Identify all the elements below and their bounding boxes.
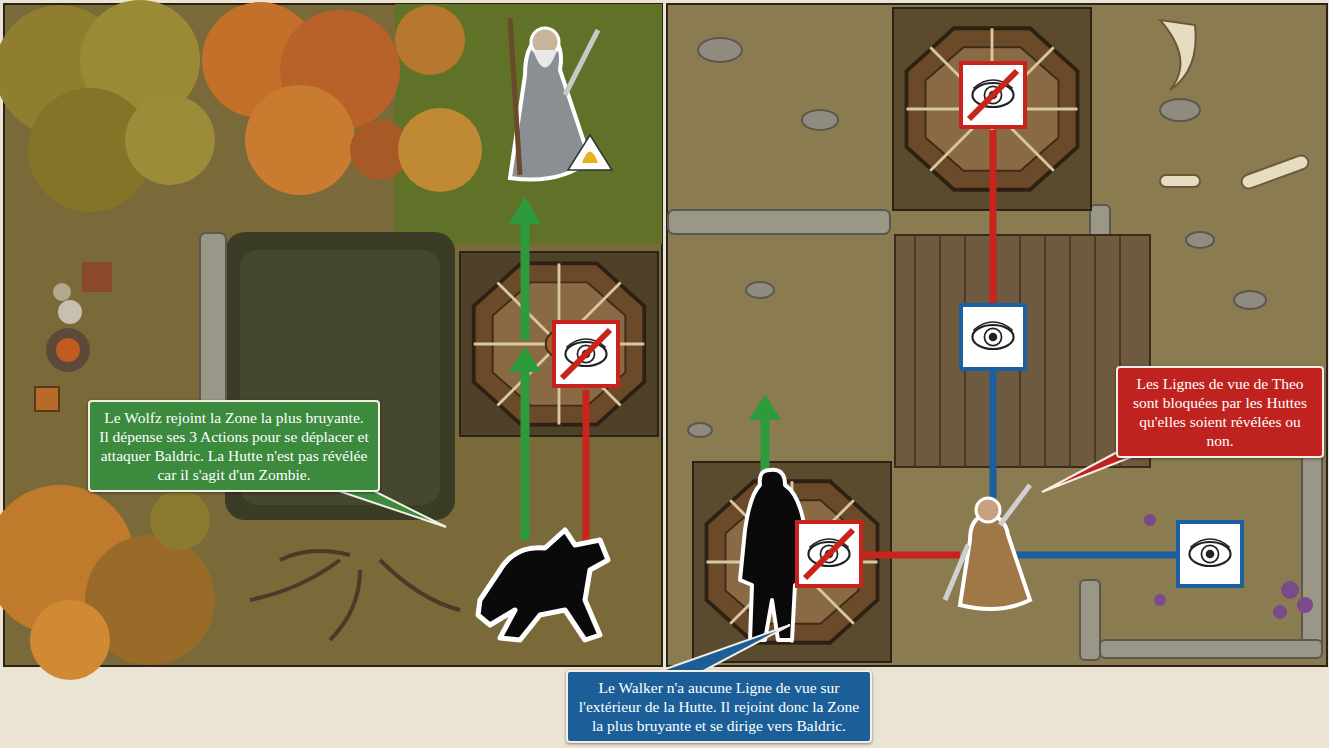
- roots: [250, 551, 460, 640]
- hut: [693, 462, 891, 662]
- eye-blocked: [554, 322, 618, 386]
- blue-callout: Le Walker n'a aucune Ligne de vue sur l'…: [566, 670, 872, 743]
- hut: [460, 252, 658, 436]
- callout-text: Le Wolfz rejoint la Zone la plus bruyant…: [98, 408, 370, 484]
- baldric-figure: [510, 18, 612, 180]
- stone-wall: [200, 233, 226, 413]
- red-callout: Les Lignes de vue de Theo sont bloquées …: [1116, 366, 1324, 458]
- eye-blocked: [961, 63, 1025, 127]
- eye-visible: [961, 305, 1025, 369]
- callout-tail: [330, 488, 446, 527]
- callout-text: Le Walker n'a aucune Ligne de vue sur l'…: [576, 678, 862, 735]
- left-tile: [0, 0, 662, 680]
- stone-wall: [668, 210, 890, 234]
- callout-text: Les Lignes de vue de Theo sont bloquées …: [1126, 374, 1314, 450]
- sight-lines: [749, 130, 1178, 555]
- mushrooms: [1144, 514, 1313, 619]
- theo-figure: [945, 485, 1030, 609]
- trees: [0, 0, 482, 680]
- campfire: [35, 262, 112, 411]
- eye-visible: [1178, 522, 1242, 586]
- bones: [1160, 20, 1310, 191]
- wolfz-silhouette: [478, 530, 608, 640]
- green-callout: Le Wolfz rejoint la Zone la plus bruyant…: [88, 400, 380, 492]
- eye-blocked: [797, 522, 861, 586]
- wood-platform: [895, 235, 1150, 467]
- right-tile: [667, 4, 1327, 666]
